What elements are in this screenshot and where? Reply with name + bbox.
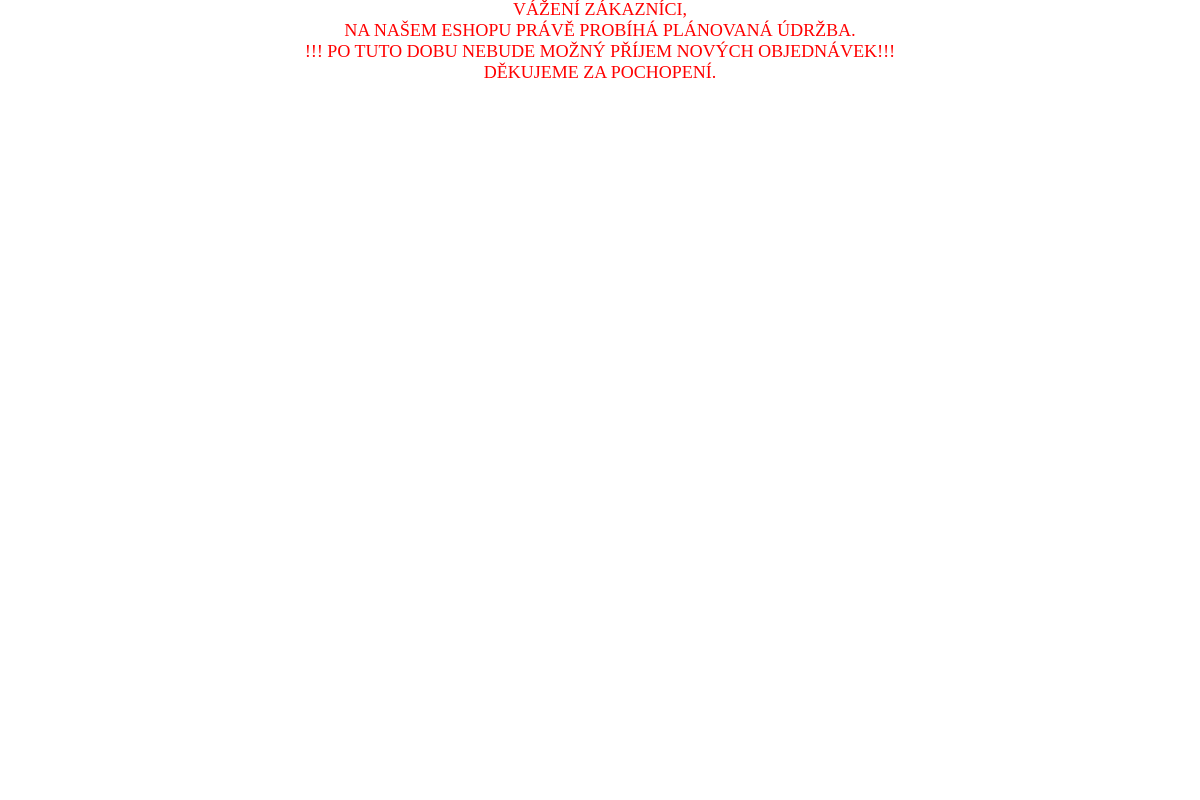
maintenance-notice: VÁŽENÍ ZÁKAZNÍCI, NA NAŠEM ESHOPU PRÁVĚ … xyxy=(0,0,1200,83)
notice-thanks: DĚKUJEME ZA POCHOPENÍ. xyxy=(483,62,717,82)
notice-orders-warning: !!! PO TUTO DOBU NEBUDE MOŽNÝ PŘÍJEM NOV… xyxy=(304,41,896,61)
notice-greeting: VÁŽENÍ ZÁKAZNÍCI, xyxy=(513,0,687,19)
notice-maintenance-message: NA NAŠEM ESHOPU PRÁVĚ PROBÍHÁ PLÁNOVANÁ … xyxy=(344,20,856,40)
